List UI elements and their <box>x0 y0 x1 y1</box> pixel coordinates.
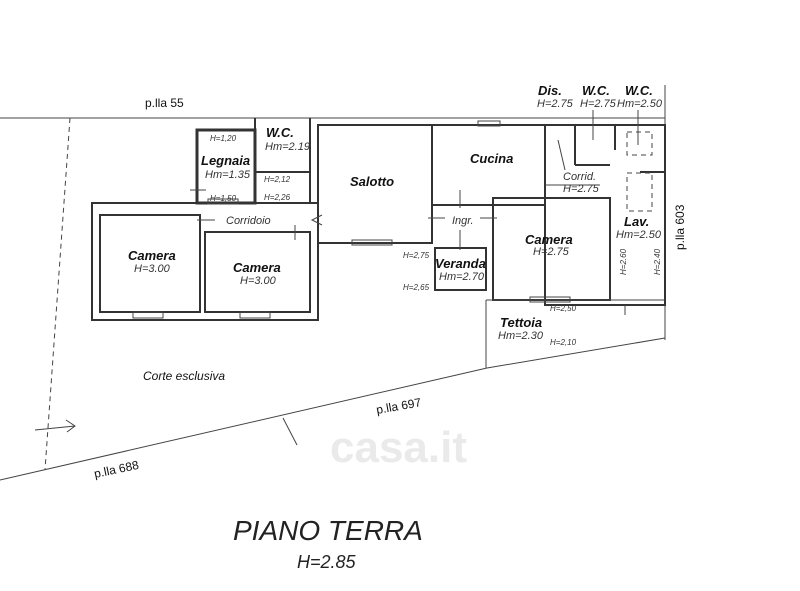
veranda-h1: H=2,75 <box>403 251 430 260</box>
walls <box>91 110 666 368</box>
dis-height: H=2.75 <box>537 98 574 110</box>
parcel-east: p.lla 603 <box>673 204 687 250</box>
tettoia-h2: H=2,10 <box>550 338 577 347</box>
wc-left-h1: H=2,12 <box>264 175 291 184</box>
parcel-north: p.lla 55 <box>145 96 184 110</box>
wc-left-h2: H=2,26 <box>264 193 291 202</box>
legnaia-h-bottom: H=1,50 <box>210 194 237 203</box>
floor-height: H=2.85 <box>297 552 357 572</box>
tettoia-label: Tettoia <box>500 315 542 330</box>
wc-left-label: W.C. <box>266 125 294 140</box>
cucina-label: Cucina <box>470 151 513 166</box>
wc3-label: W.C. <box>625 83 653 98</box>
salotto-label: Salotto <box>350 174 394 189</box>
lav-height: Hm=2.50 <box>616 229 662 241</box>
veranda-label: Veranda <box>435 256 486 271</box>
watermark-logo: casa.it <box>330 423 467 472</box>
veranda-h2: H=2,65 <box>403 283 430 292</box>
dis-label: Dis. <box>538 83 562 98</box>
legnaia-height: Hm=1.35 <box>205 169 251 181</box>
parcel-southwest: p.lla 688 <box>93 458 141 481</box>
camera1-label: Camera <box>128 248 176 263</box>
ingresso-label: Ingr. <box>452 215 474 227</box>
wc2-label: W.C. <box>582 83 610 98</box>
lav-h2: H=2.40 <box>653 248 662 275</box>
wc-left-height: Hm=2.19 <box>265 141 310 153</box>
tettoia-h1: H=2,50 <box>550 304 577 313</box>
courtyard-label: Corte esclusiva <box>143 369 225 383</box>
lav-label: Lav. <box>624 214 649 229</box>
tettoia-height: Hm=2.30 <box>498 330 544 342</box>
camera2-label: Camera <box>233 260 281 275</box>
corridoio-label: Corridoio <box>226 215 271 227</box>
legnaia-label: Legnaia <box>201 153 250 168</box>
camera3-height: H=2.75 <box>533 246 570 258</box>
camera3-label: Camera <box>525 232 573 247</box>
wc2-height: H=2.75 <box>580 98 617 110</box>
floor-title: PIANO TERRA <box>233 515 423 546</box>
legnaia-h-top: H=1,20 <box>210 134 237 143</box>
wc3-height: Hm=2.50 <box>617 98 663 110</box>
lav-h1: H=2.60 <box>619 248 628 275</box>
veranda-height: Hm=2.70 <box>439 271 485 283</box>
camera1-height: H=3.00 <box>134 263 171 275</box>
parcel-south: p.lla 697 <box>375 395 422 417</box>
camera2-height: H=3.00 <box>240 275 277 287</box>
corrid-label: Corrid. <box>563 171 596 183</box>
corrid-height: H=2.75 <box>563 183 600 195</box>
